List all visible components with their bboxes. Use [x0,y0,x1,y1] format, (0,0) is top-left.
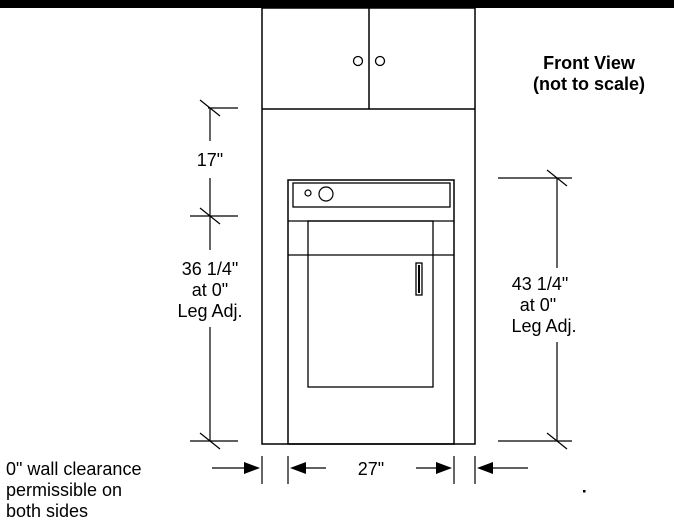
width-dimension: 27" [212,456,586,493]
door-handle [415,262,423,296]
view-title: Front View (not to scale) [533,53,645,94]
clearance-note-line2: permissible on [6,480,122,500]
arrow-27-right-icon [436,462,452,474]
cabinet-knob-right-icon [374,55,386,67]
arrow-27-left-icon [290,462,306,474]
control-small-knob-icon [304,189,312,197]
dim-label-27: 27" [358,459,384,479]
clearance-note: 0" wall clearance permissible on both si… [6,459,141,521]
top-border [0,0,674,8]
dryer-door [307,220,434,388]
dim-label-43-line2: at 0" [520,295,556,315]
dryer-body [287,179,455,445]
tick-bottom [199,432,221,450]
door-handle-inner [418,265,420,293]
dim-label-36-line1: 36 1/4" [182,259,238,279]
title-line2: (not to scale) [533,74,645,94]
clearance-note-line1: 0" wall clearance [6,459,141,479]
control-dial-icon [318,186,334,202]
dim-label-36-line2: at 0" [192,280,228,300]
tick-right-top [546,169,568,187]
tick-top [199,99,221,117]
left-dimension: 17" 36 1/4" at 0" Leg Adj. [177,99,243,450]
control-panel [292,182,451,208]
arrow-left-wall-icon [244,462,260,474]
dim-label-43-line3: Leg Adj. [511,316,576,336]
cabinet-knob-left-icon [352,55,364,67]
right-dimension: 43 1/4" at 0" Leg Adj. [498,169,577,450]
dryer-unit [287,179,455,445]
tick-mid [199,207,221,225]
dim-label-43-line1: 43 1/4" [512,274,568,294]
tick-right-bottom [546,432,568,450]
dim-label-36-line3: Leg Adj. [177,301,242,321]
stray-dot [583,490,586,493]
title-line1: Front View [543,53,636,73]
dim-label-17: 17" [197,150,223,170]
arrow-right-wall-icon [477,462,493,474]
clearance-note-line3: both sides [6,501,88,521]
upper-cabinet [262,8,475,110]
